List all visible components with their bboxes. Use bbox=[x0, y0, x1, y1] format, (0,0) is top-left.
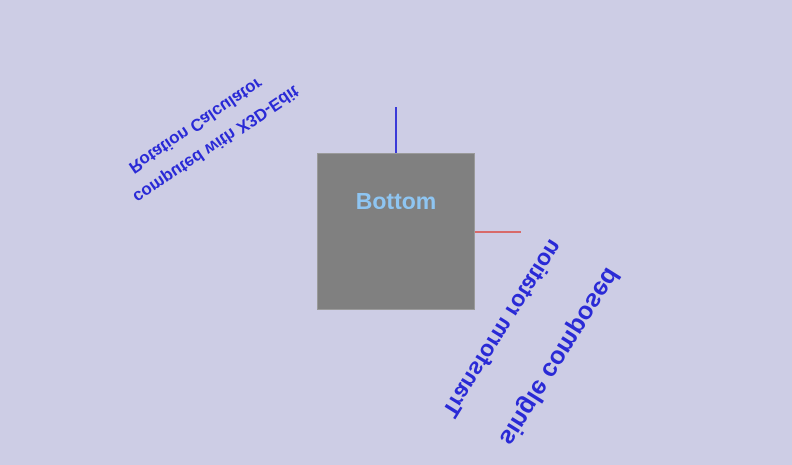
x-axis-line bbox=[475, 231, 521, 233]
y-axis-line bbox=[395, 107, 397, 153]
bottom-face-box[interactable]: Bottom bbox=[317, 153, 475, 310]
box-face-label: Bottom bbox=[355, 188, 437, 214]
